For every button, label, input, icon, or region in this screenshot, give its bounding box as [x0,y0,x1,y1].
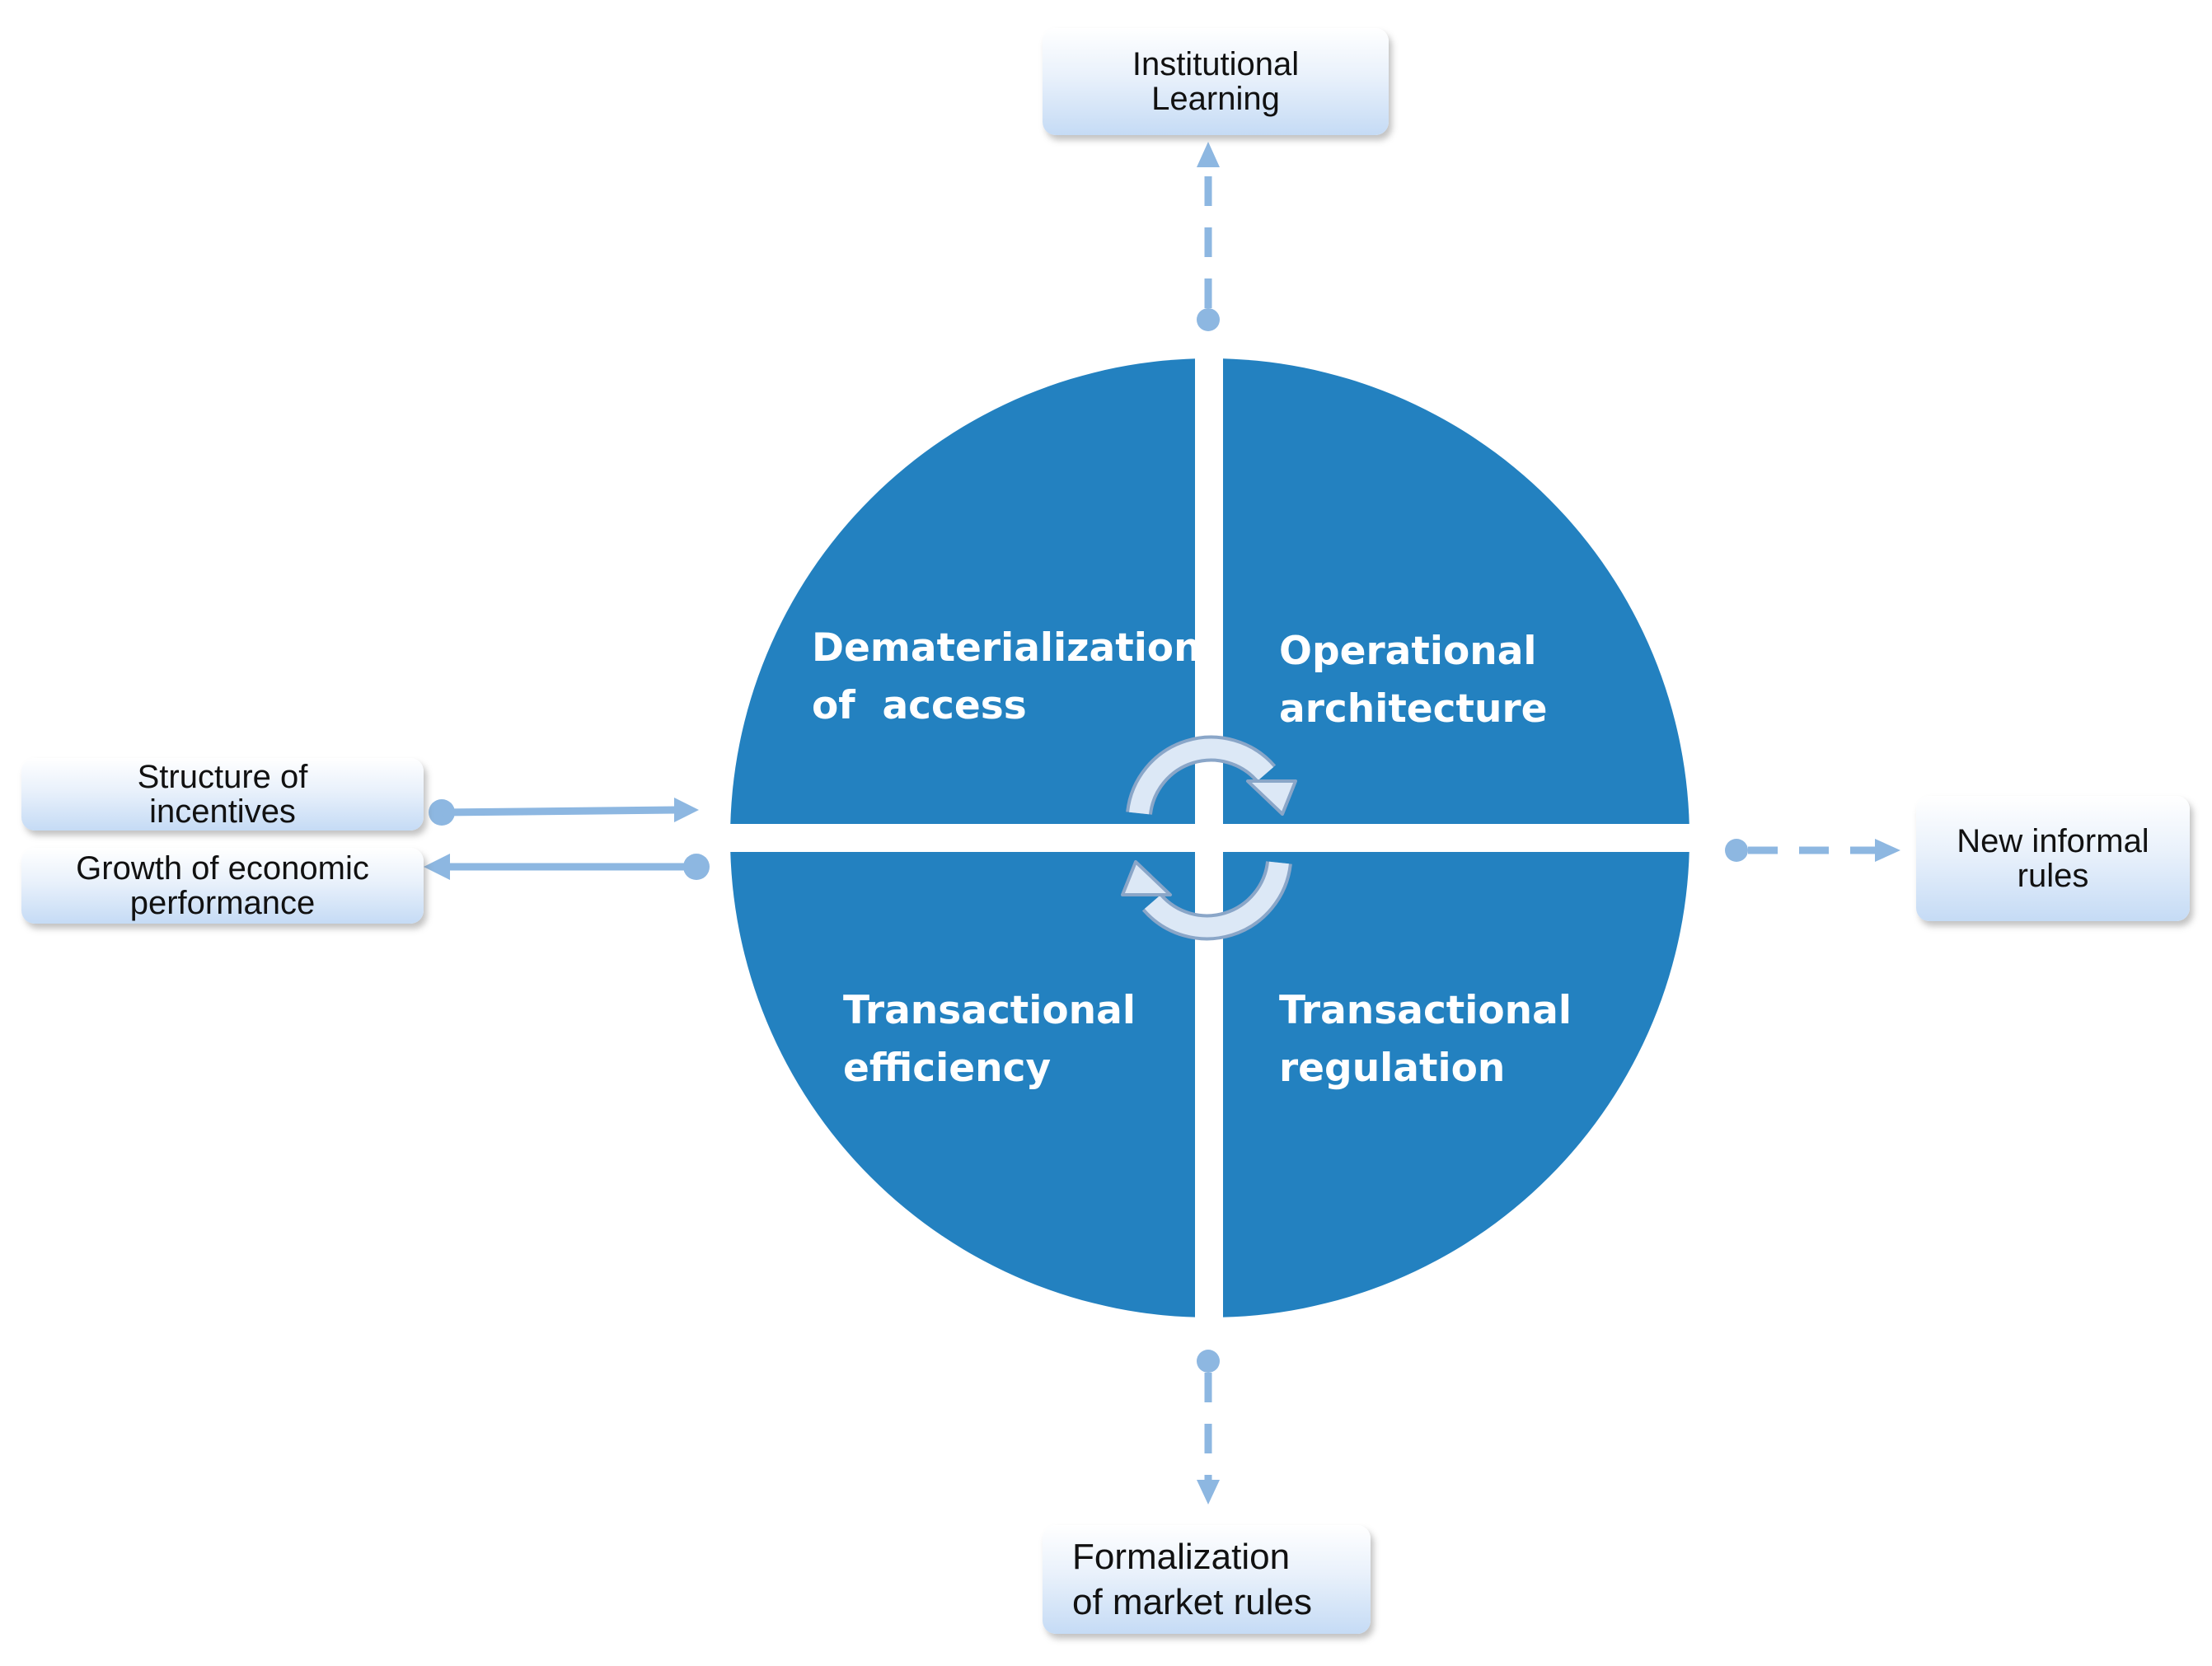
label-operational-architecture: Operational architecture [1279,623,1548,738]
box-growth-of-economic-performance: Growth of economic performance [21,848,424,924]
central-circle [730,358,1689,1317]
box-line: performance [129,885,316,921]
quadrant-bottom-right [1223,852,1689,1317]
label-line: efficiency [843,1046,1052,1091]
connector-right [1725,839,1900,862]
label-line: architecture [1279,686,1548,732]
box-institutional-learning: Institutional Learning [1043,28,1389,135]
box-line: Institutional [1132,46,1300,82]
label-transactional-regulation: Transactional regulation [1279,982,1572,1097]
cycle-arrows-icon [1121,735,1297,941]
label-transactional-efficiency: Transactional efficiency [843,982,1136,1097]
box-line: of market rules [1072,1582,1312,1622]
box-formalization-of-market-rules: Formalization of market rules [1043,1525,1371,1634]
label-line: Dematerialization [812,625,1202,671]
box-line: incentives [149,793,296,830]
quadrant-top-right [1223,358,1689,824]
box-line: Learning [1151,81,1280,117]
label-line: Transactional [843,988,1136,1033]
box-new-informal-rules: New informal rules [1916,796,2190,921]
connector-bottom [1197,1350,1220,1505]
box-line: New informal [1957,823,2149,859]
label-line: Operational [1279,629,1537,674]
box-line: Formalization [1072,1537,1291,1577]
connector-left-in [429,798,699,826]
connector-top [1197,142,1220,331]
quadrant-bottom-left [730,852,1195,1317]
box-line: Structure of [137,759,308,795]
box-structure-of-incentives: Structure of incentives [21,758,424,831]
box-line: Growth of economic [76,850,369,887]
label-line: of access [812,683,1027,728]
label-line: regulation [1279,1046,1506,1091]
box-line: rules [2017,858,2089,894]
connector-left-out [424,854,710,880]
label-dematerialization-of-access: Dematerialization of access [812,620,1202,735]
quadrant-top-left [730,358,1195,824]
label-line: Transactional [1279,988,1572,1033]
